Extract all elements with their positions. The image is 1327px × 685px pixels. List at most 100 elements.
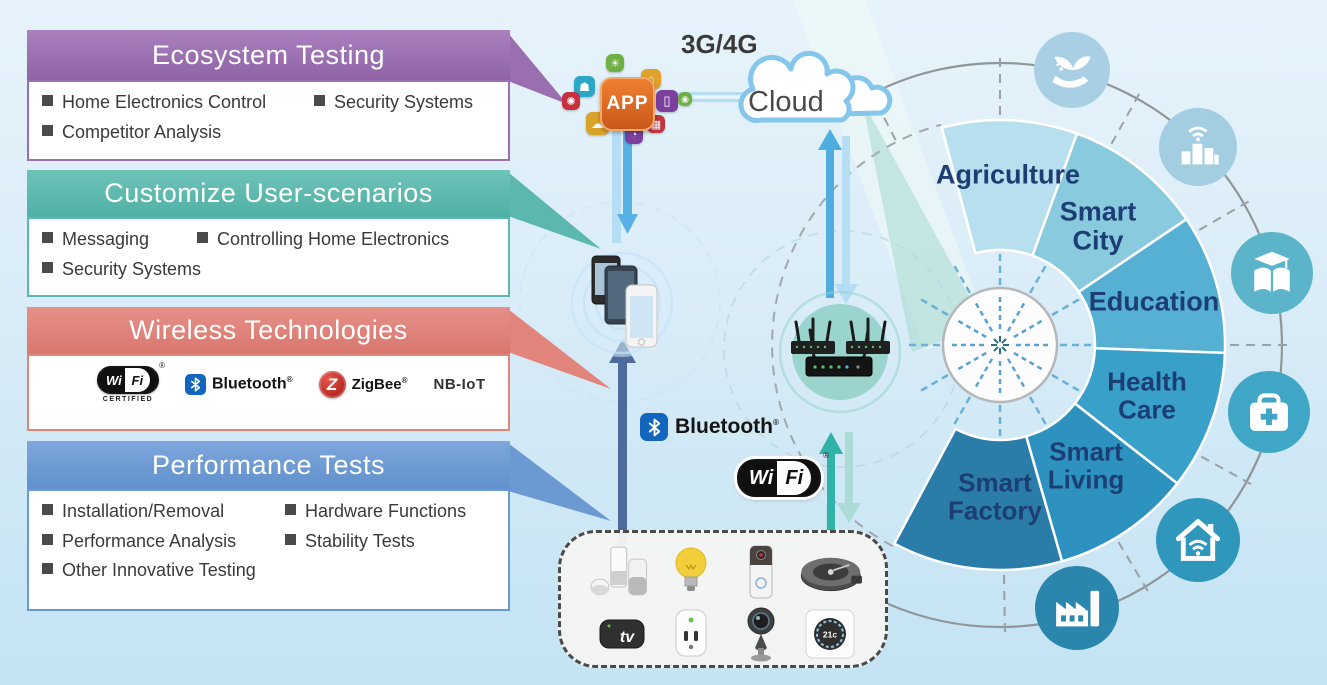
panel-ecosystem-testing: Ecosystem Testing Home Electronics Contr… (27, 30, 510, 161)
smart-bulb-icon (657, 541, 727, 603)
thermostat-text: 21c (823, 630, 837, 640)
car-app-icon: ☗ (574, 76, 595, 97)
zigbee-logo: Z ZigBee® (318, 371, 407, 398)
list-item: Other Innovative Testing (40, 559, 256, 582)
education-icon (1231, 232, 1313, 314)
panel-wireless-technologies: Wireless Technologies Wi Fi ® CERTIFIED … (27, 307, 510, 431)
bluetooth-icon (185, 374, 206, 395)
tablet-app-icon: ▯ (656, 90, 678, 112)
cloud-label: Cloud (748, 86, 824, 118)
bullet-square (42, 533, 53, 545)
panel-customize-user-scenarios: Customize User-scenarios Messaging Contr… (27, 170, 510, 297)
gap-dashed-arc (771, 123, 942, 548)
panel-body: Messaging Controlling Home Electronics S… (27, 217, 510, 297)
panel-performance-tests: Performance Tests Installation/Removal H… (27, 441, 510, 611)
radial-segments (892, 118, 1227, 572)
bullet-square (42, 563, 53, 574)
panel-title: Customize User-scenarios (104, 178, 433, 208)
smart-city-icon (1159, 108, 1237, 186)
wifi-certified-text: CERTIFIED (102, 396, 154, 403)
cloud-illustration (738, 50, 893, 123)
bluetooth-mid-label: Bluetooth® (640, 413, 779, 441)
bullet-square (42, 504, 53, 515)
smart-factory-icon (1035, 566, 1119, 650)
router-back-right (846, 341, 890, 354)
panel-title: Performance Tests (151, 449, 386, 480)
list-item: Home Electronics Control (40, 91, 312, 114)
router-back-left (791, 341, 835, 354)
callout-performance (508, 443, 611, 521)
wifi-certified-logo: Wi Fi ® CERTIFIED (97, 361, 165, 403)
wireless-logos: Wi Fi ® CERTIFIED Bluetooth® Z ZigBee® N… (29, 356, 508, 403)
callout-scenarios (508, 172, 601, 249)
bullet-square (42, 261, 53, 273)
segment-smart-factory (892, 427, 1064, 572)
leaf-app-icon: ◉ (678, 92, 692, 106)
bullet-square (42, 232, 53, 243)
list-item: Security Systems (312, 91, 473, 114)
video-doorbell-icon (726, 541, 796, 603)
wheel-app-icon: ✺ (562, 92, 580, 110)
zigbee-icon: Z (318, 371, 346, 398)
list-item: Security Systems (40, 258, 201, 281)
teal-cone (862, 100, 985, 352)
callout-wireless (508, 309, 611, 389)
segment-label-health-care: Health Care (1107, 366, 1187, 424)
panel-body: Wi Fi ® CERTIFIED Bluetooth® Z ZigBee® N… (27, 354, 510, 431)
bullet-square (42, 124, 53, 136)
iot-devices-box: tv 21c (558, 530, 888, 668)
tv-text: tv (620, 629, 635, 646)
list-item: Installation/Removal (40, 500, 283, 523)
list-item: Stability Tests (283, 530, 415, 553)
panel-header: Performance Tests (27, 441, 510, 489)
bullet-square (42, 95, 53, 106)
callout-ecosystem (508, 33, 567, 104)
list-item: Hardware Functions (283, 500, 466, 523)
list-item: Performance Analysis (40, 530, 283, 553)
hub-spokes (908, 253, 1092, 437)
bullet-square (285, 504, 296, 515)
bullet-square (285, 533, 296, 545)
app-box: APP (600, 77, 655, 131)
bullet-square (314, 95, 325, 106)
panel-title: Ecosystem Testing (151, 39, 386, 70)
segment-label-agriculture: Agriculture (935, 159, 1081, 190)
app-cloud-connector (662, 92, 748, 102)
tv-box-icon: tv (587, 603, 657, 665)
smart-plug-icon (657, 603, 727, 665)
routers-illustration (778, 290, 902, 414)
hub-center-mark (991, 336, 1009, 354)
list-item: Controlling Home Electronics (195, 228, 449, 251)
smart-living-icon (1156, 498, 1240, 582)
segment-label-smart-factory: Smart Factory (948, 467, 1042, 525)
list-item: Messaging (40, 228, 195, 251)
panel-header: Customize User-scenarios (27, 170, 510, 217)
panel-body: Installation/Removal Hardware Functions … (27, 489, 510, 611)
ip-camera-icon (726, 603, 796, 665)
segment-label-education: Education (1088, 286, 1220, 317)
smart-speakers-icon (587, 541, 657, 603)
panel-header: Wireless Technologies (27, 307, 510, 354)
cloud-router-arrows (818, 129, 858, 304)
segment-label-smart-city: Smart City (1059, 196, 1137, 255)
smart-thermostat-icon: 21c (796, 603, 866, 665)
health-care-icon (1228, 371, 1310, 453)
nbiot-label: NB-IoT (433, 376, 486, 393)
smartphones-illustration (568, 249, 676, 357)
network-3g4g-label: 3G/4G (681, 29, 758, 59)
panel-body: Home Electronics Control Security System… (27, 80, 510, 161)
lightbulb-app-icon: ☀ (606, 54, 624, 72)
panel-header: Ecosystem Testing (27, 30, 510, 80)
bullet-square (197, 232, 208, 243)
app-to-phones-arrow (612, 130, 638, 243)
list-item: Competitor Analysis (40, 121, 221, 144)
wifi-mid-logo: Wi Fi ® (737, 451, 829, 497)
agriculture-icon (1034, 32, 1110, 108)
bluetooth-up-arrow (609, 339, 636, 552)
hub-circle (941, 286, 1059, 404)
segment-label-smart-living: Smart Living (1047, 436, 1125, 494)
bluetooth-logo: Bluetooth® (185, 374, 293, 395)
bluetooth-icon (640, 413, 668, 441)
